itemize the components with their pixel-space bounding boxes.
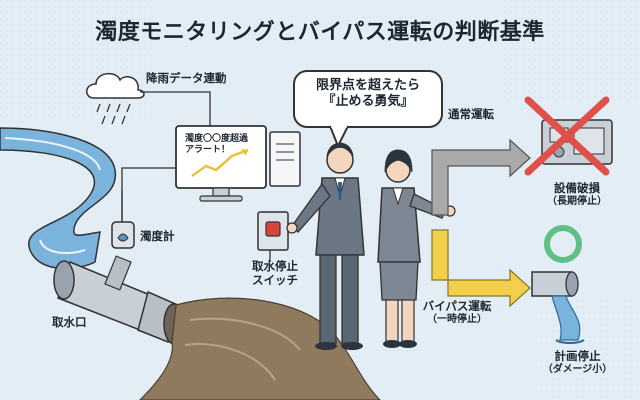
rising-trend-arrow-icon [191,148,249,178]
monitor-alert-text: 濁度〇〇度超過 アラート！ [185,134,248,157]
label-damage-line2: （長期停止） [547,195,607,207]
label-normal-operation: 通常運転 [448,107,494,121]
businesswoman-figure [377,149,456,348]
label-planned-stop-line2: （ダメージ小） [542,363,613,375]
damaged-equipment [524,96,613,176]
speech-bubble-line2: 『止める勇気』 [322,94,414,110]
planned-stop-equipment [531,225,585,344]
stop-switch-panel [257,211,289,262]
label-bypass: バイパス運転 （一時停止） [412,299,502,326]
intake-pipe [53,255,185,345]
bypass-arrow [431,229,531,308]
label-bypass-line1: バイパス運転 [422,299,492,313]
label-stop-switch-line2: スイッチ [252,272,298,287]
normal-operation-arrow [431,138,531,216]
label-planned-stop: 計画停止 （ダメージ小） [530,349,625,376]
red-x-icon [524,96,610,176]
label-damage-line1: 設備破損 [554,181,600,195]
monitor [175,125,267,202]
label-bypass-line2: （一時停止） [427,313,487,325]
speech-bubble-line1: 限界点を超えたら [315,78,420,93]
label-stop-switch: 取水停止 スイッチ [245,259,305,288]
label-stop-switch-line1: 取水停止 [252,259,298,273]
monitor-alert-line1: 濁度〇〇度超過 [185,134,249,144]
speech-bubble: 限界点を超えたら 『止める勇気』 [293,70,443,128]
server-tower [269,131,301,187]
river [0,127,117,270]
monitor-alert-line2: アラート！ [185,145,231,156]
label-intake: 取水口 [52,315,87,329]
green-circle-icon [544,225,582,263]
label-rain-link: 降雨データ連動 [146,71,227,85]
turbidity-meter-device [111,190,135,249]
label-planned-stop-line1: 計画停止 [554,349,601,363]
page-title: 濁度モニタリングとバイパス運転の判断基準 [95,20,545,45]
businessman-figure [286,142,365,350]
rain-cloud-icon [86,72,145,125]
label-damage: 設備破損 （長期停止） [532,181,622,208]
label-turbidity-meter: 濁度計 [140,229,175,243]
